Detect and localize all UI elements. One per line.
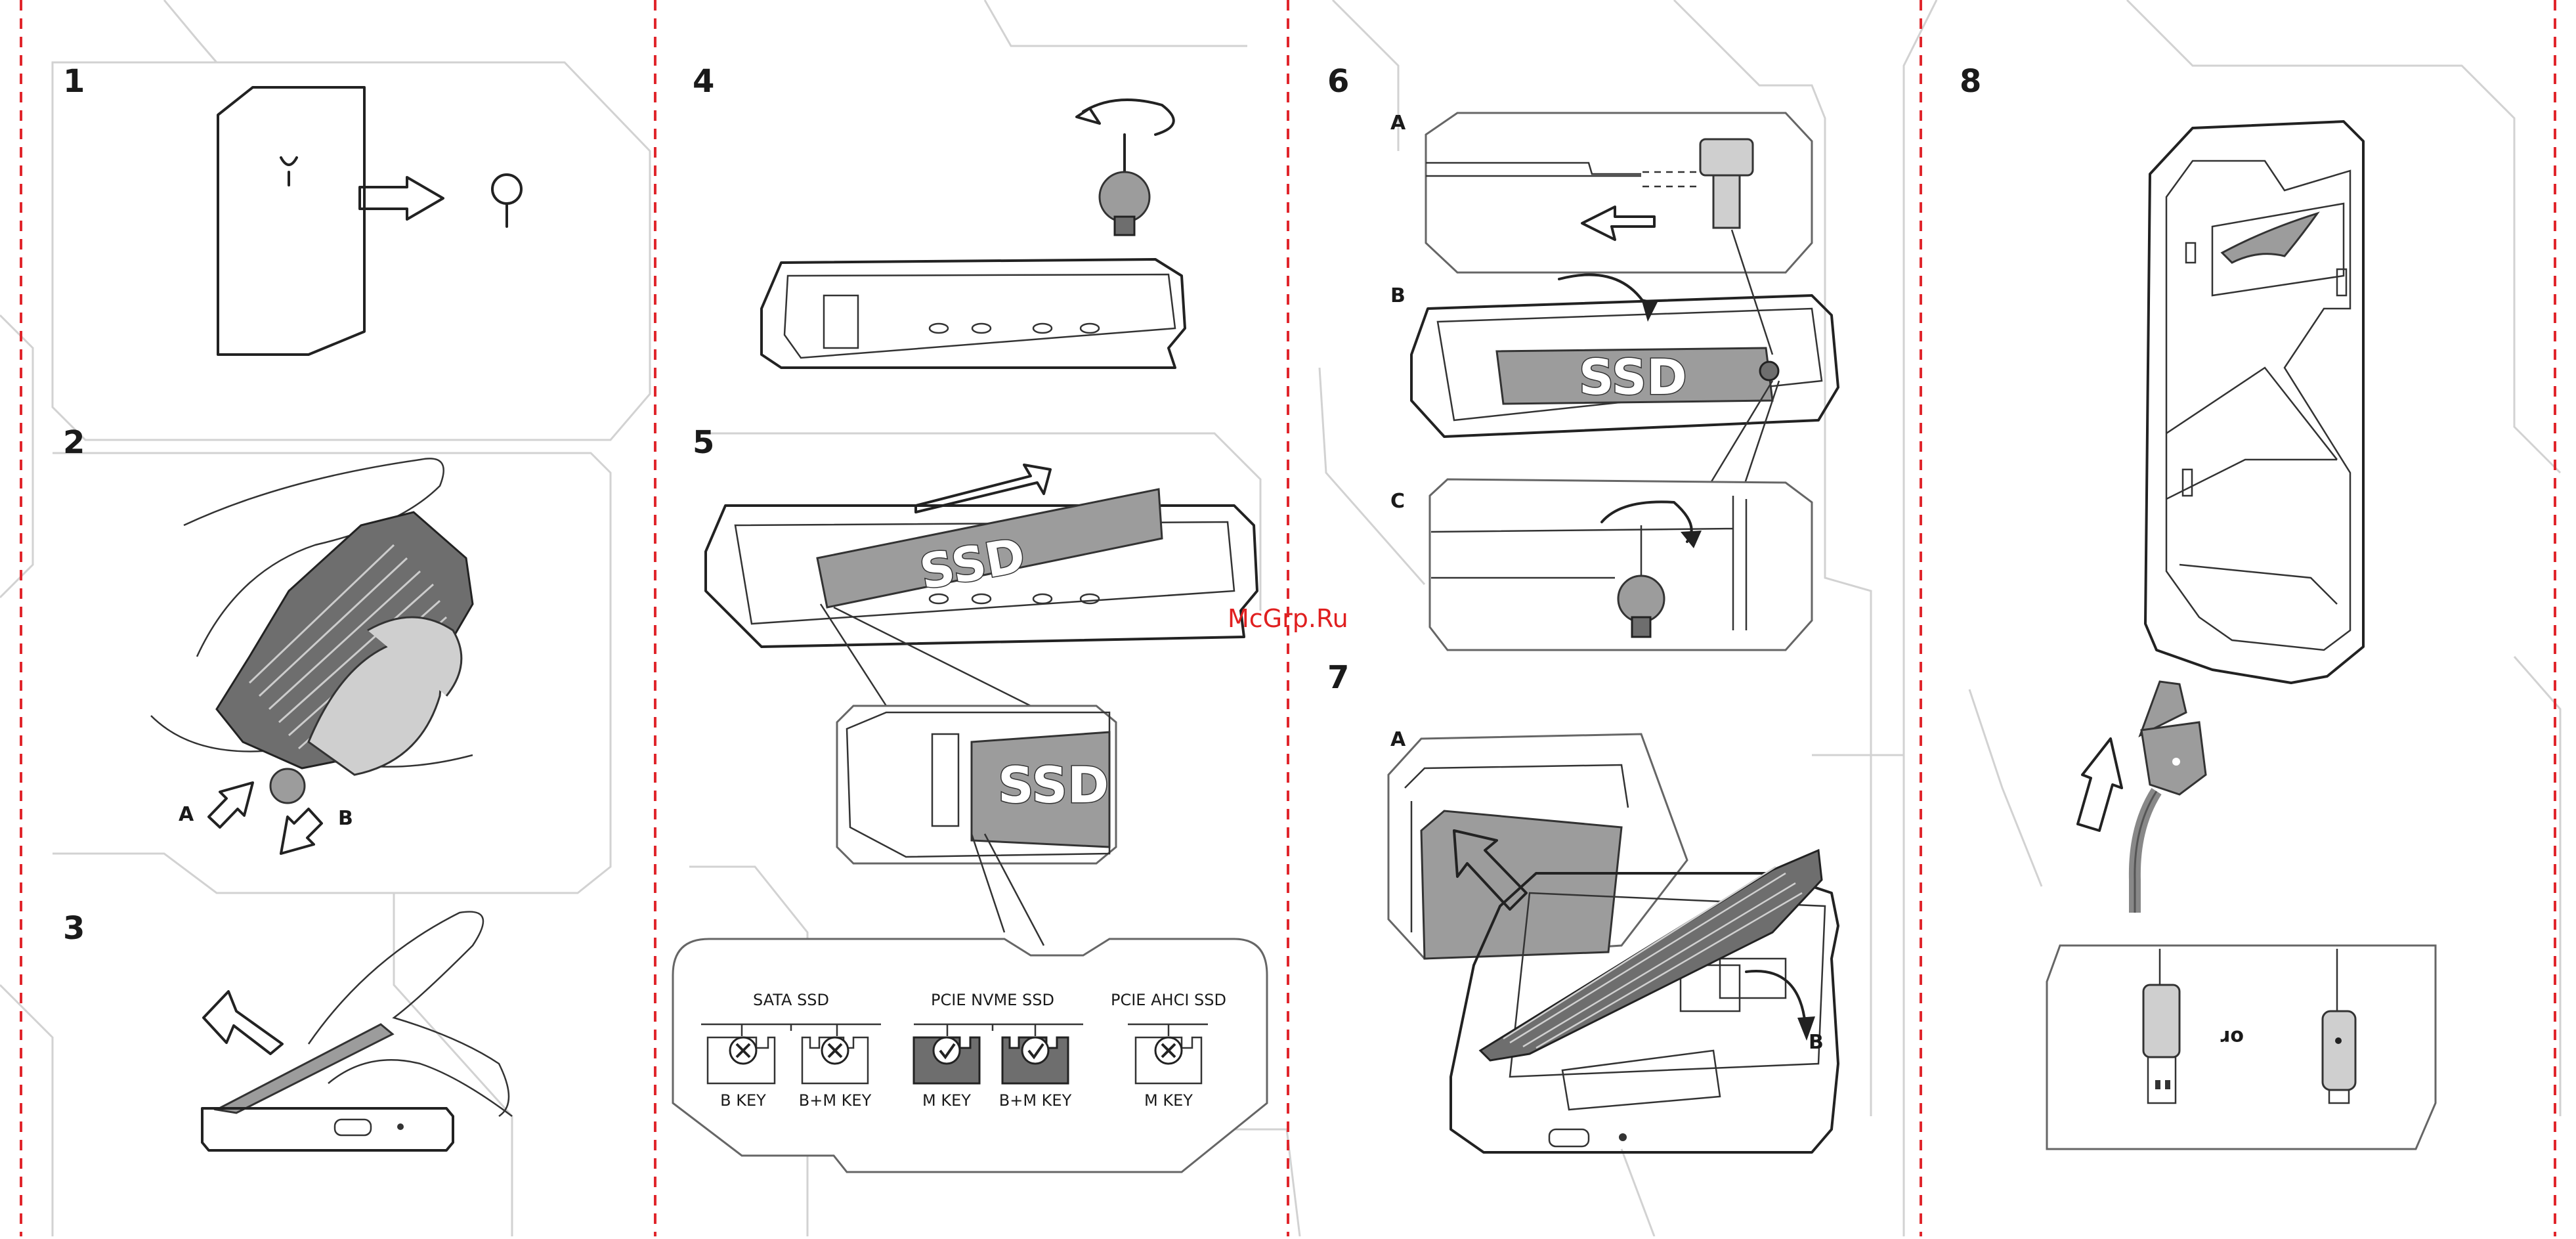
cover-detail: [1421, 811, 1621, 959]
usb-a-plug: [2143, 985, 2179, 1057]
step-7-part-a: A: [1390, 728, 1406, 751]
check-icon: [934, 1037, 960, 1064]
step-2-number: 2: [63, 424, 85, 461]
step-8-number: 8: [1960, 63, 1981, 100]
check-icon: [1022, 1037, 1048, 1064]
usb-c-port: [335, 1119, 371, 1135]
eject-pin-icon: [270, 769, 305, 803]
group-sata-title: SATA SSD: [753, 991, 829, 1009]
cover-lifting: [217, 1024, 393, 1113]
cross-icon: [1155, 1037, 1182, 1064]
step-4-number: 4: [693, 63, 714, 100]
group-ahci-title: PCIE AHCI SSD: [1111, 991, 1226, 1009]
key-label: M KEY: [922, 1091, 971, 1110]
step-7-part-b: B: [1809, 1031, 1824, 1054]
rog-logo-icon: [2222, 213, 2317, 263]
usb-c-plug-alt: [2323, 1011, 2355, 1090]
or-label: or: [2220, 1026, 2244, 1049]
lift-arrow-icon: [204, 991, 282, 1054]
eject-pin-icon: [492, 175, 521, 204]
ssd-installed-label: SSD: [1579, 349, 1687, 406]
step-1: 1: [63, 63, 521, 355]
step-6-part-b: B: [1390, 284, 1406, 307]
screw-tighten-frame: [1430, 479, 1812, 650]
thumb-screw-icon: [1100, 172, 1149, 222]
label-b: B: [338, 807, 353, 830]
step-4: 4: [693, 63, 1185, 368]
step-6-part-c: C: [1390, 490, 1405, 513]
cross-icon: [730, 1037, 756, 1064]
plug-in-arrow-icon: [2078, 739, 2122, 831]
key-label: M KEY: [1144, 1091, 1193, 1110]
key-label: B+M KEY: [799, 1091, 872, 1110]
arrow-a-icon: [209, 783, 253, 827]
step-3-number: 3: [63, 910, 85, 947]
step-1-number: 1: [63, 63, 85, 100]
enclosure-base: [202, 1108, 453, 1150]
step-3: 3: [63, 910, 512, 1150]
watermark: McGrp.Ru: [1228, 604, 1348, 633]
step-2: 2 A B: [63, 424, 473, 854]
group-nvme-title: PCIE NVME SSD: [931, 991, 1054, 1009]
step-7: 7 A B: [1327, 659, 1838, 1152]
key-label: B KEY: [720, 1091, 766, 1110]
step-7-number: 7: [1327, 659, 1349, 696]
key-label: B+M KEY: [999, 1091, 1072, 1110]
thumb-screw-icon: [1618, 576, 1664, 622]
step-5-number: 5: [693, 424, 714, 461]
enclosure-cover: [218, 87, 364, 355]
step-6-number: 6: [1327, 63, 1349, 100]
usb-c-port: [1549, 1129, 1589, 1146]
label-a: A: [179, 803, 194, 826]
step-6-part-a: A: [1390, 112, 1406, 135]
arrow-b-icon: [281, 809, 322, 854]
eject-hole-icon: [281, 158, 297, 185]
cross-icon: [822, 1037, 848, 1064]
screw-detail-frame: [1426, 113, 1812, 272]
step-8: 8 or: [1960, 63, 2436, 1149]
ssd-detail-label: SSD: [998, 756, 1109, 814]
standoff-screw-icon: [1700, 139, 1753, 175]
arrow-right-icon: [360, 177, 443, 219]
